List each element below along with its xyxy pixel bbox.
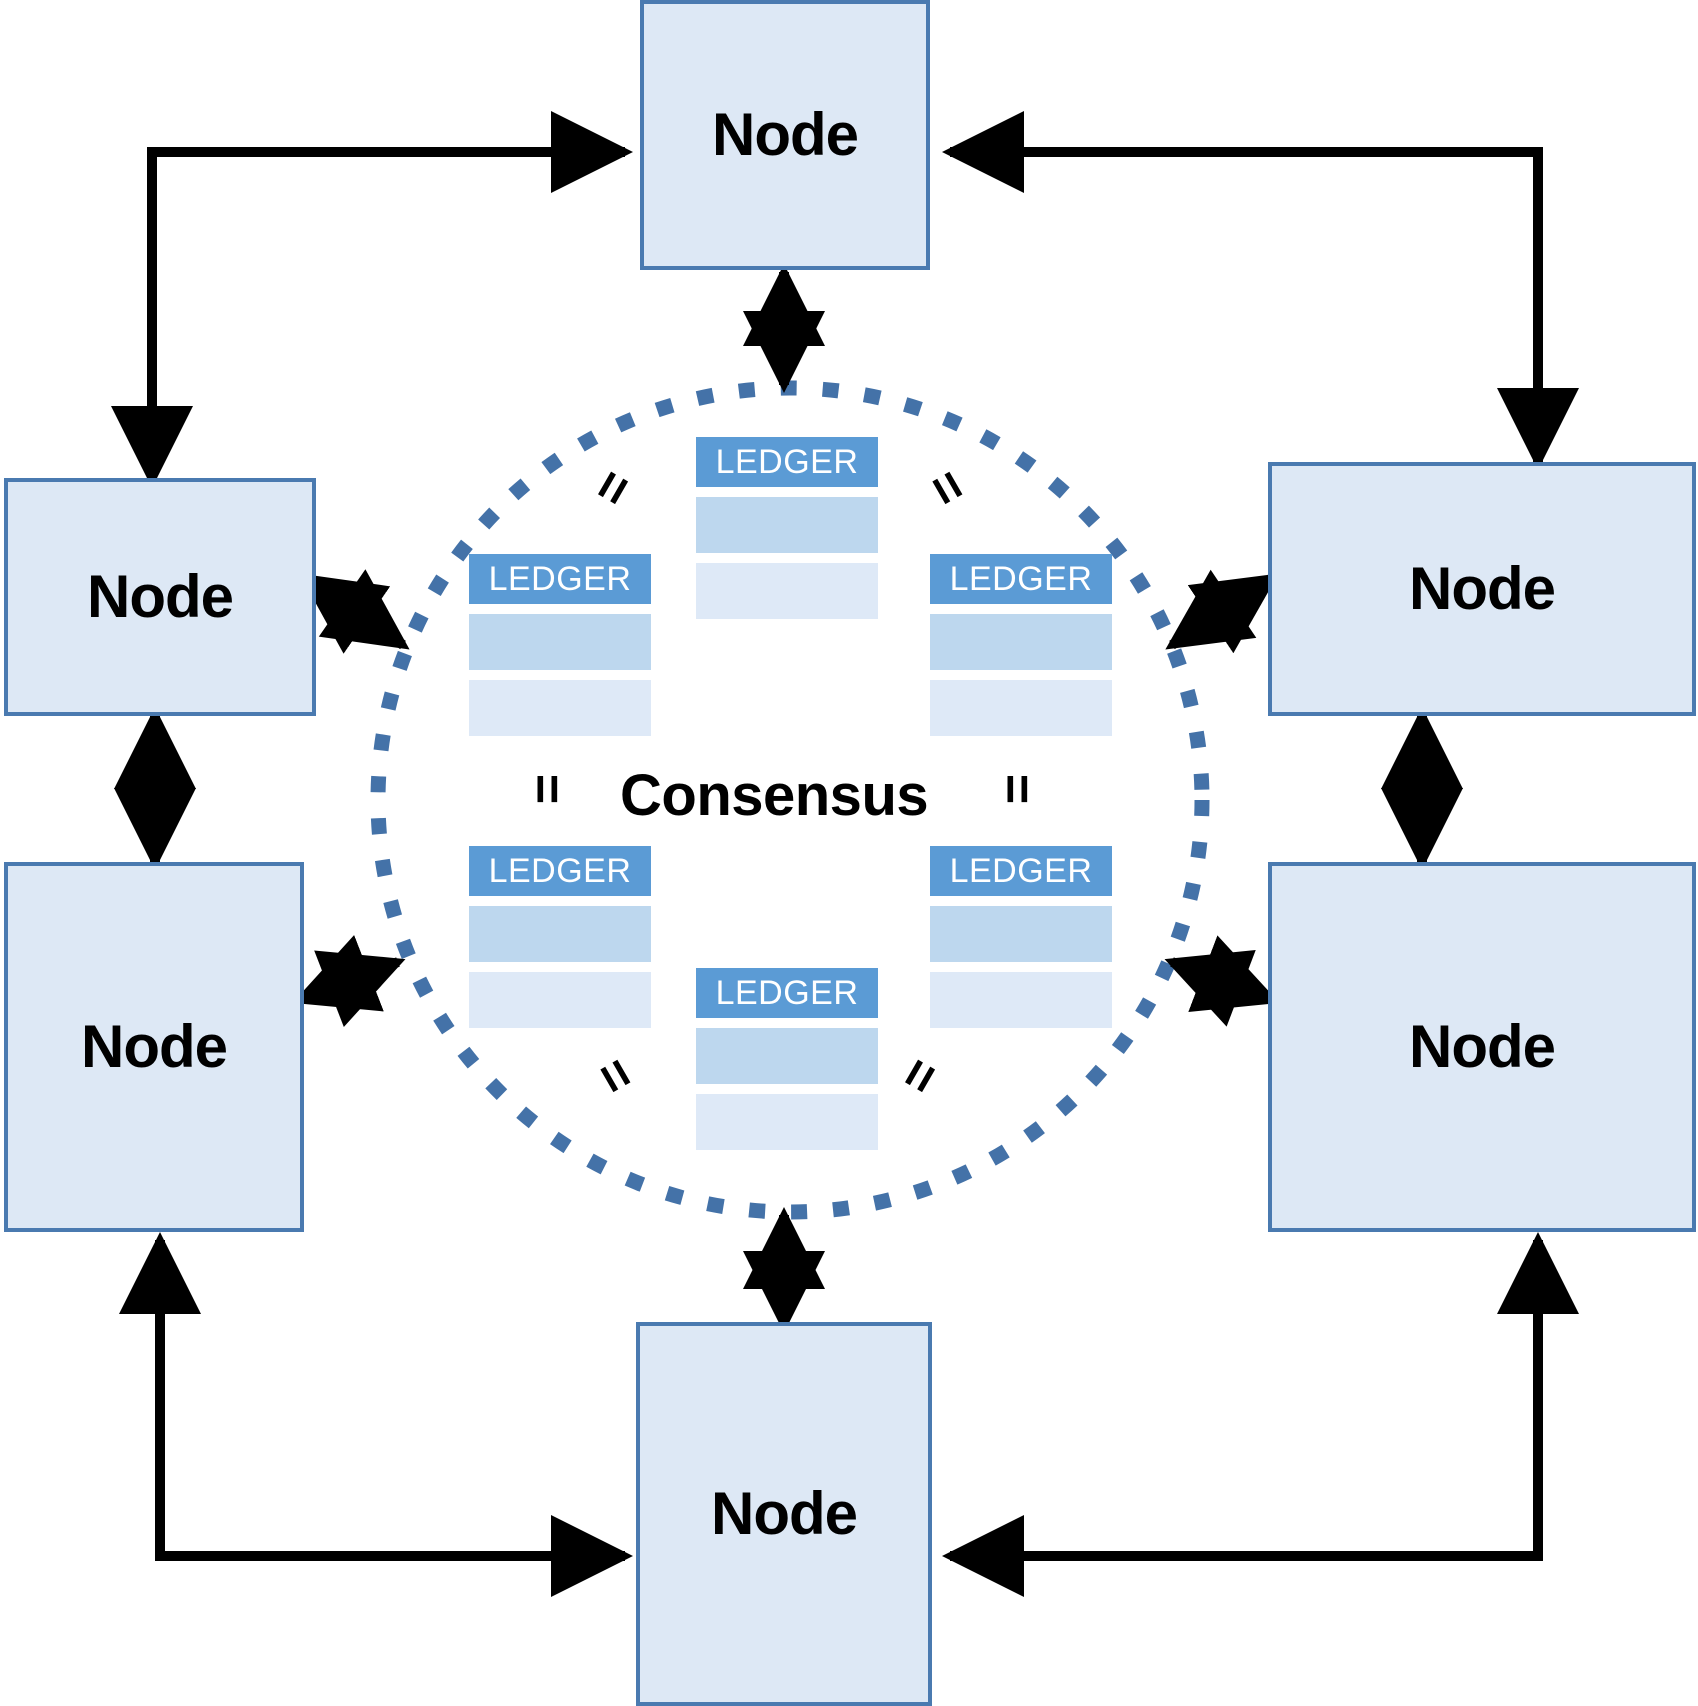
- ledger-top-label: LEDGER: [696, 437, 878, 487]
- ledger-bottom-row-1: [696, 1028, 878, 1084]
- arrow-top-to-right-upper: [941, 111, 1579, 470]
- ledger-left-upper-label: LEDGER: [469, 554, 651, 604]
- equals-mark-mid-left: =: [518, 773, 577, 805]
- ledger-right-upper[interactable]: LEDGER: [930, 554, 1112, 736]
- ledger-top-row-2: [696, 563, 878, 619]
- ledger-right-upper-label: LEDGER: [930, 554, 1112, 604]
- arrow-consensus-to-node-right-upper: [1165, 569, 1279, 654]
- node-left-upper-label: Node: [87, 563, 234, 630]
- node-top-label: Node: [712, 101, 859, 168]
- ledger-right-upper-row-1: [930, 614, 1112, 670]
- ledger-top-row-1: [696, 497, 878, 553]
- ledger-left-upper[interactable]: LEDGER: [469, 554, 651, 736]
- ledger-bottom-row-2: [696, 1094, 878, 1150]
- node-bottom-label: Node: [711, 1480, 858, 1547]
- ledger-left-lower-label: LEDGER: [469, 846, 651, 896]
- node-left-lower[interactable]: Node: [4, 862, 304, 1232]
- ledger-right-lower-row-2: [930, 972, 1112, 1028]
- node-right-upper[interactable]: Node: [1268, 462, 1696, 716]
- ledger-right-lower-label: LEDGER: [930, 846, 1112, 896]
- ledger-left-lower-row-1: [469, 906, 651, 962]
- node-bottom[interactable]: Node: [636, 1322, 932, 1706]
- ledger-bottom[interactable]: LEDGER: [696, 968, 878, 1150]
- ledger-left-upper-row-2: [469, 680, 651, 736]
- ledger-right-lower-row-1: [930, 906, 1112, 962]
- node-right-upper-label: Node: [1409, 555, 1556, 622]
- ledger-left-upper-row-1: [469, 614, 651, 670]
- ledger-top[interactable]: LEDGER: [696, 437, 878, 619]
- arrow-left-upper-to-top: [111, 111, 633, 489]
- node-right-lower-label: Node: [1409, 1013, 1556, 1080]
- arrow-consensus-to-node-right-lower: [1164, 935, 1280, 1027]
- node-left-lower-label: Node: [81, 1013, 228, 1080]
- node-right-lower[interactable]: Node: [1268, 862, 1696, 1232]
- ledger-left-lower[interactable]: LEDGER: [469, 846, 651, 1028]
- arrow-bottom-to-right-lower: [941, 1232, 1579, 1597]
- ledger-right-upper-row-2: [930, 680, 1112, 736]
- arrow-consensus-to-node-left-upper: [299, 569, 410, 654]
- ledger-bottom-label: LEDGER: [696, 968, 878, 1018]
- node-top[interactable]: Node: [640, 0, 930, 270]
- node-left-upper[interactable]: Node: [4, 478, 316, 716]
- arrow-left-lower-to-bottom: [119, 1231, 633, 1597]
- equals-mark-mid-right: =: [988, 773, 1047, 805]
- arrow-consensus-to-node-left-lower: [292, 935, 406, 1027]
- ledger-left-lower-row-2: [469, 972, 651, 1028]
- ledger-right-lower[interactable]: LEDGER: [930, 846, 1112, 1028]
- consensus-label: Consensus: [620, 763, 929, 828]
